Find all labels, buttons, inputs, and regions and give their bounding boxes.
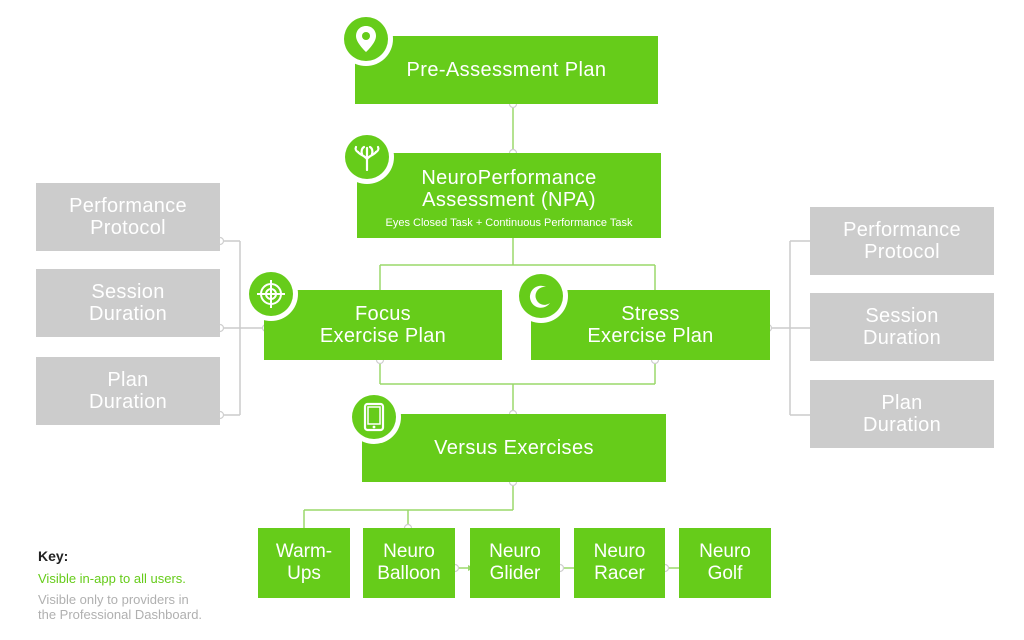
versus-exercises-node: Versus Exercises — [362, 414, 666, 482]
npa-subtitle: Eyes Closed Task + Continuous Performanc… — [385, 217, 633, 229]
brain-tree-icon — [340, 130, 394, 184]
right-protocol-2-line2: Duration — [863, 414, 941, 436]
left-protocol-1-line2: Duration — [89, 303, 167, 325]
exercise-warm-ups: Warm-Ups — [258, 528, 350, 598]
exercise-1-line1: Neuro — [383, 541, 435, 562]
pre-assessment-plan-node: Pre-Assessment Plan — [355, 36, 658, 104]
exercise-1-line2: Balloon — [377, 563, 441, 584]
location-pin-icon — [339, 12, 393, 66]
right-protocol-1-line1: Session — [865, 305, 939, 327]
left-protocol-2-line2: Duration — [89, 391, 167, 413]
exercise-2-line1: Neuro — [489, 541, 541, 562]
key-title: Key: — [38, 548, 69, 564]
npa-label-line1: NeuroPerformance — [421, 167, 597, 189]
exercise-4-line1: Neuro — [699, 541, 751, 562]
left-protocol-2-line1: Plan — [107, 369, 149, 391]
right-protocol-1-line2: Duration — [863, 327, 941, 349]
target-icon — [244, 267, 298, 321]
pre-assessment-plan-label: Pre-Assessment Plan — [406, 59, 607, 81]
exercise-4-line2: Golf — [707, 563, 743, 584]
exercise-2-line2: Glider — [489, 563, 541, 584]
key-gray-line2: the Professional Dashboard. — [38, 607, 203, 622]
stress-label-line1: Stress — [621, 303, 680, 325]
npa-label-line2: Assessment (NPA) — [422, 189, 596, 211]
right-protocol-0-line2: Protocol — [864, 241, 940, 263]
stress-label-line2: Exercise Plan — [587, 325, 714, 347]
left-protocol-0-line1: Performance — [69, 195, 187, 217]
focus-label-line1: Focus — [355, 303, 411, 325]
key-gray-text: Visible only to providers in the Profess… — [38, 592, 258, 622]
crescent-moon-icon — [514, 269, 568, 323]
exercise-0-line2: Ups — [287, 563, 321, 584]
right-protocol-2-line1: Plan — [881, 392, 923, 414]
key-green-text: Visible in-app to all users. — [38, 571, 186, 586]
exercise-0-line1: Warm- — [275, 541, 333, 562]
left-protocol-1-line1: Session — [91, 281, 165, 303]
exercise-3-line1: Neuro — [593, 541, 646, 562]
versus-exercises-label: Versus Exercises — [434, 437, 594, 459]
exercise-3-line2: Racer — [594, 563, 645, 584]
tablet-icon — [347, 390, 401, 444]
key-gray-line1: Visible only to providers in — [38, 592, 189, 607]
left-protocol-0-line2: Protocol — [90, 217, 166, 239]
right-protocol-0-line1: Performance — [843, 219, 961, 241]
focus-label-line2: Exercise Plan — [319, 325, 447, 347]
